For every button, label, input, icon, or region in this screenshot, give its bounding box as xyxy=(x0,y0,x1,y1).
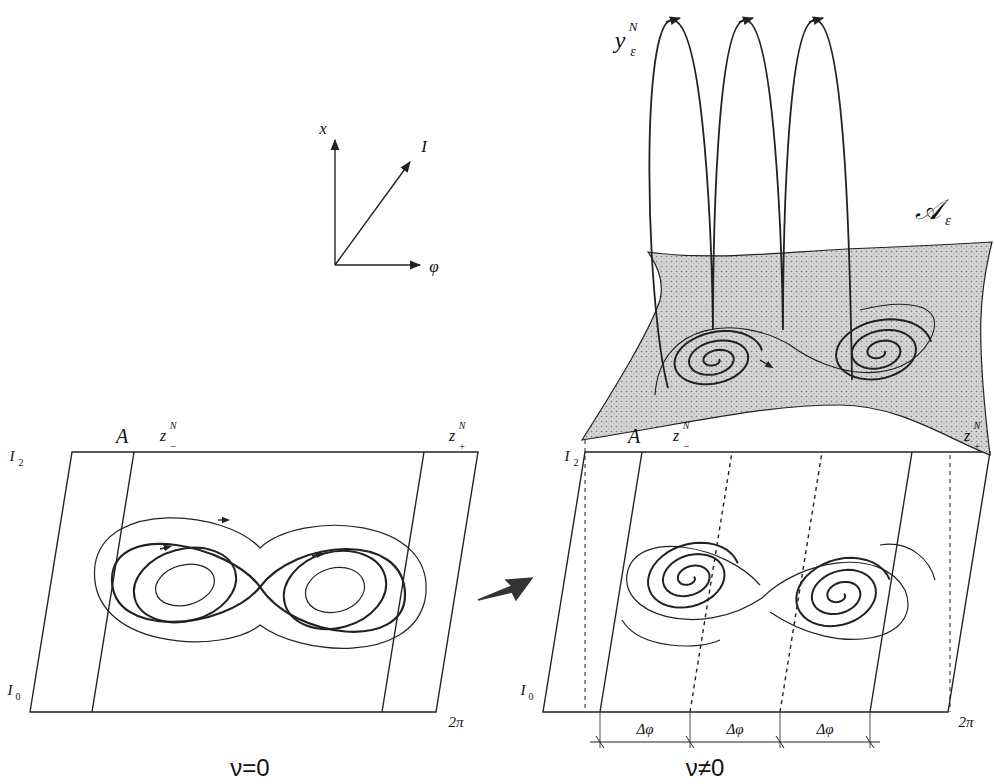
subscript: 0 xyxy=(16,692,21,702)
axis-value: I xyxy=(10,449,15,464)
subscript: 0 xyxy=(529,692,534,702)
annulus-label: A xyxy=(116,426,128,446)
spiral-trajectory xyxy=(648,543,738,608)
superscript: N xyxy=(170,421,177,431)
subscript: + xyxy=(974,441,980,452)
spiral-trajectory xyxy=(675,331,763,384)
annulus-label: A xyxy=(628,426,640,446)
subscript: + xyxy=(459,441,465,452)
superscript: N xyxy=(459,421,466,431)
axis-value: 2π xyxy=(448,715,463,730)
axis-value: I xyxy=(565,449,570,464)
axis-value: I xyxy=(521,683,526,698)
case-label: ν=0 xyxy=(230,756,269,780)
dimension-label: Δφ xyxy=(726,722,743,737)
dimension-label: Δφ xyxy=(816,722,833,737)
subscript: 2 xyxy=(574,458,579,468)
orbit-label: z xyxy=(673,428,679,444)
subscript: − xyxy=(170,441,176,452)
manifold-label: 𝒜 xyxy=(915,196,941,224)
superscript: N xyxy=(629,20,638,33)
axis-label: φ xyxy=(429,258,438,275)
superscript: N xyxy=(683,421,690,431)
axis-label: x xyxy=(319,120,327,137)
orbit-label: z xyxy=(160,428,166,444)
orbit-label: z xyxy=(964,428,970,444)
subscript: ε xyxy=(945,213,951,228)
subscript: 2 xyxy=(19,458,24,468)
dimension-label: Δφ xyxy=(636,722,653,737)
manifold-label: y xyxy=(615,28,626,52)
axis-label: I xyxy=(421,138,427,155)
spiral-trajectory xyxy=(836,319,931,379)
spiral-trajectory xyxy=(796,558,889,626)
superscript: N xyxy=(974,421,981,431)
axis-value: 2π xyxy=(958,715,973,730)
subscript: ε xyxy=(630,45,636,59)
subscript: − xyxy=(683,441,689,452)
orbit-label: z xyxy=(449,428,455,444)
case-label: ν≠0 xyxy=(686,756,725,780)
axis-value: I xyxy=(8,683,13,698)
